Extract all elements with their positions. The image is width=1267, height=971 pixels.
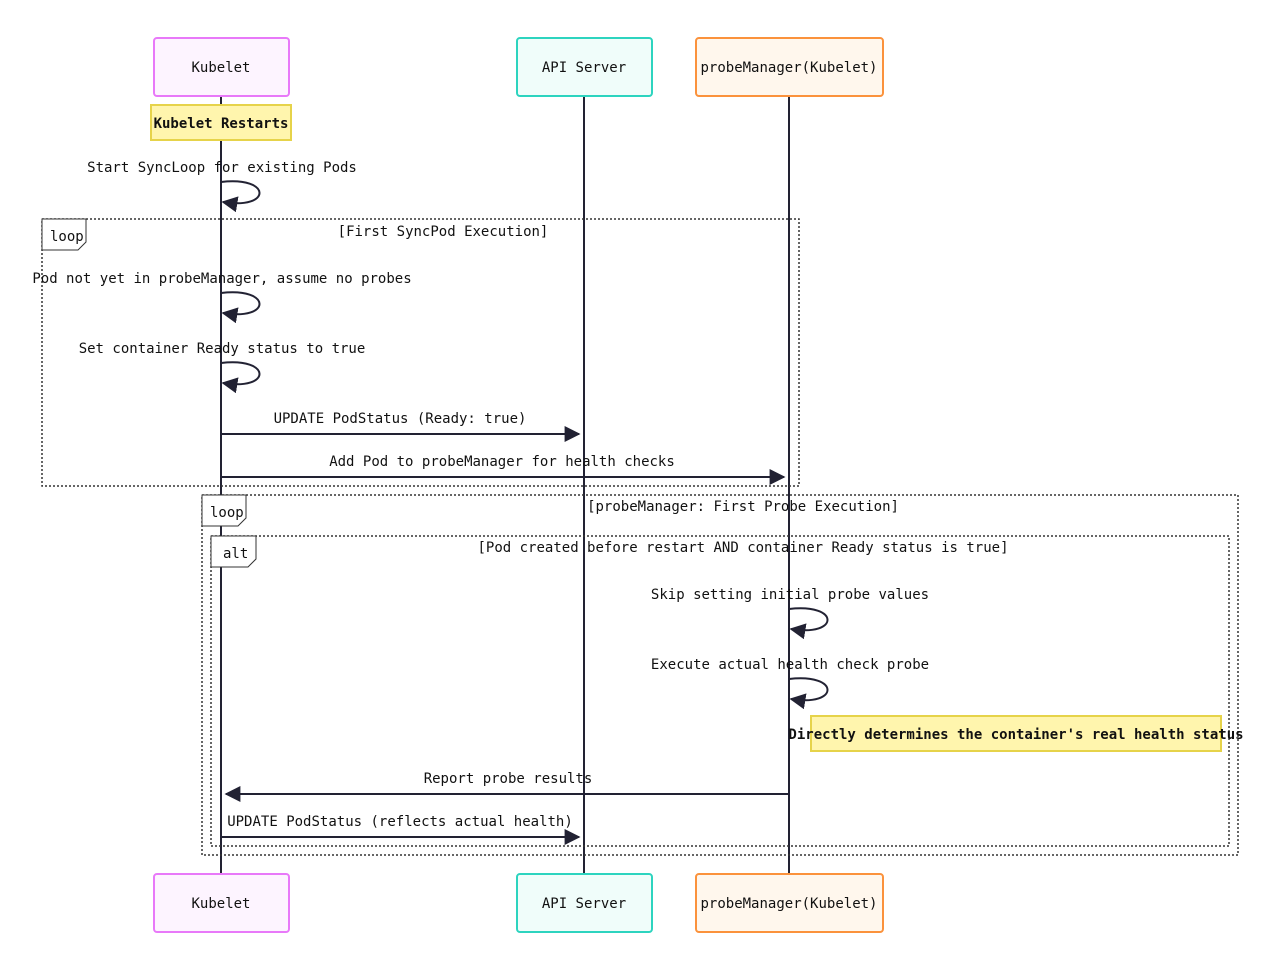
message-set-ready-arrow bbox=[220, 361, 261, 394]
note-kubelet-restarts-text: Kubelet Restarts bbox=[154, 116, 289, 132]
message-set-ready-label: Set container Ready status to true bbox=[79, 341, 366, 357]
note-kubelet-restarts: Kubelet Restarts bbox=[150, 104, 292, 141]
message-execute-probe-arrow bbox=[788, 677, 829, 710]
actor-api-server-bottom: API Server bbox=[516, 873, 653, 933]
message-update-podstatus-actual-label: UPDATE PodStatus (reflects actual health… bbox=[227, 814, 573, 830]
message-report-probe-results-label: Report probe results bbox=[424, 771, 593, 787]
alt-condition: [Pod created before restart AND containe… bbox=[477, 540, 1008, 556]
note-real-health-status-text: Directly determines the container's real… bbox=[788, 727, 1243, 743]
note-real-health-status: Directly determines the container's real… bbox=[788, 715, 1244, 752]
actor-api-server-top: API Server bbox=[516, 37, 653, 97]
loop-tag: loop bbox=[210, 505, 244, 521]
loop-condition: [First SyncPod Execution] bbox=[338, 224, 549, 240]
loop-frame-first-syncpod: loop [First SyncPod Execution] bbox=[41, 218, 800, 487]
actor-probe-manager-top: probeManager(Kubelet) bbox=[695, 37, 884, 97]
message-update-podstatus-ready-label: UPDATE PodStatus (Ready: true) bbox=[274, 411, 527, 427]
message-skip-initial-probe-arrow bbox=[788, 607, 829, 640]
actor-probe-manager-bottom: probeManager(Kubelet) bbox=[695, 873, 884, 933]
message-pod-not-in-probemanager-arrow bbox=[220, 291, 261, 324]
actor-kubelet-bottom: Kubelet bbox=[153, 873, 290, 933]
actor-kubelet-label: Kubelet bbox=[191, 896, 250, 912]
loop-condition: [probeManager: First Probe Execution] bbox=[587, 499, 899, 515]
message-add-pod-to-probemanager-label: Add Pod to probeManager for health check… bbox=[329, 454, 675, 470]
actor-kubelet-label: Kubelet bbox=[191, 60, 250, 76]
message-execute-probe-label: Execute actual health check probe bbox=[651, 657, 929, 673]
message-start-syncloop-label: Start SyncLoop for existing Pods bbox=[87, 160, 357, 176]
message-start-syncloop-arrow bbox=[220, 180, 261, 213]
message-skip-initial-probe-label: Skip setting initial probe values bbox=[651, 587, 929, 603]
message-pod-not-in-probemanager-label: Pod not yet in probeManager, assume no p… bbox=[32, 271, 411, 287]
actor-api-server-label: API Server bbox=[542, 60, 626, 76]
alt-frame-pod-created-before-restart: alt [Pod created before restart AND cont… bbox=[210, 535, 1230, 847]
loop-tag: loop bbox=[50, 229, 84, 245]
alt-tag: alt bbox=[223, 546, 248, 562]
actor-kubelet-top: Kubelet bbox=[153, 37, 290, 97]
actor-probe-manager-label: probeManager(Kubelet) bbox=[700, 896, 877, 912]
loop-frame-probe-execution: loop [probeManager: First Probe Executio… bbox=[201, 494, 1239, 856]
actor-api-server-label: API Server bbox=[542, 896, 626, 912]
actor-probe-manager-label: probeManager(Kubelet) bbox=[700, 60, 877, 76]
